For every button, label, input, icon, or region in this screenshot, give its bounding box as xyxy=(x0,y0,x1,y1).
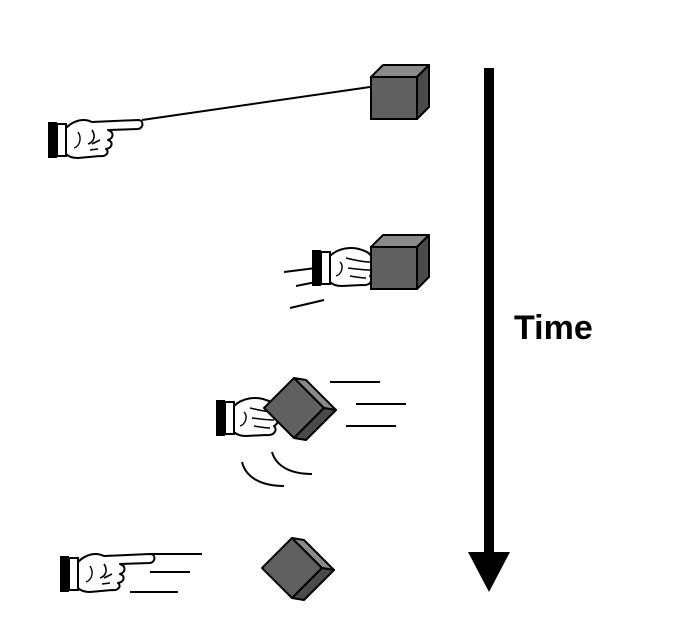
frame-2 xyxy=(283,234,430,309)
time-axis-label: Time xyxy=(514,309,593,347)
time-arrow-head xyxy=(468,552,510,592)
motion-lines xyxy=(130,553,202,593)
pointing-hand-icon xyxy=(59,553,156,593)
frame-3 xyxy=(215,377,406,487)
cube-icon xyxy=(370,64,430,120)
frame-1 xyxy=(47,64,430,159)
grabbing-hand-icon xyxy=(311,247,376,287)
pointing-hand-icon xyxy=(47,119,144,159)
time-arrow xyxy=(468,68,510,592)
pointing-line xyxy=(141,86,371,121)
motion-lines xyxy=(241,381,406,487)
cube-icon xyxy=(261,537,335,601)
time-arrow-shaft xyxy=(484,68,494,558)
frame-4 xyxy=(59,537,335,601)
cube-icon xyxy=(370,234,430,290)
